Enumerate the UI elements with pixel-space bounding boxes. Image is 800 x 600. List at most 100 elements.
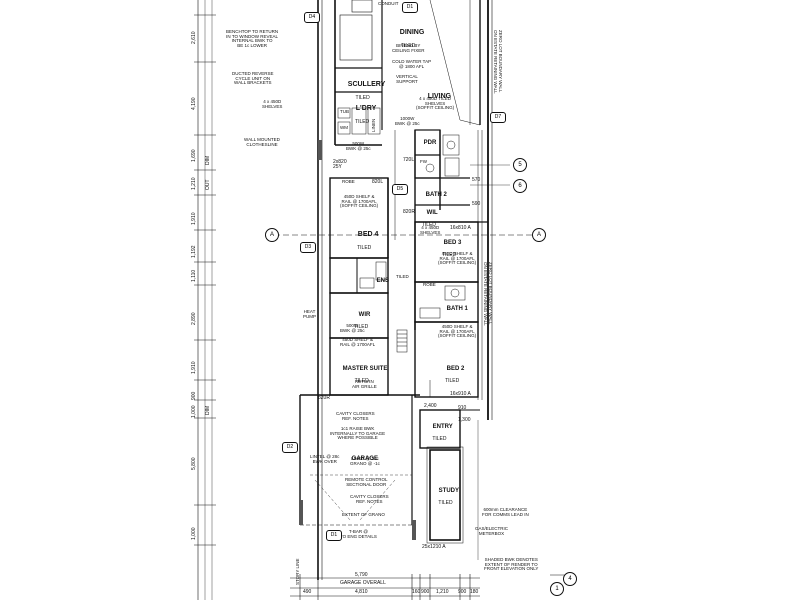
note-shelves: 4 x 450D SHELVES bbox=[262, 99, 283, 109]
room-scullery-finish: TILED bbox=[355, 95, 370, 102]
note-coldwater: COLD WATER TAP @ 1800 AFL bbox=[392, 59, 432, 69]
room-pdr-name: PDR bbox=[423, 140, 437, 147]
note-boundary-top: ZERO LOT BOUNDARY WALL ON ESTATE RETAINI… bbox=[493, 30, 503, 94]
dim-bottom-5: 900 bbox=[421, 589, 430, 595]
fixture-linen: LINEN bbox=[371, 118, 376, 132]
dim-590: 590 bbox=[472, 201, 481, 207]
grid-marker-6: 6 bbox=[513, 179, 527, 193]
note-bed4-shelf: 450D SHELF & RAIL @ 1700AFL (SOFFIT CEIL… bbox=[340, 194, 379, 209]
room-ens-name: ENS bbox=[376, 278, 390, 285]
room-entry: ENTRY TILED bbox=[426, 418, 452, 455]
room-bed4-name: BED 4 bbox=[357, 231, 379, 239]
note-benchtop: BENCHTOP TO RETURN IN TO WINDOW REVEAL I… bbox=[226, 29, 279, 49]
section-marker-1: 1 bbox=[550, 582, 564, 596]
room-wil: WIL TILED bbox=[420, 204, 438, 241]
dim-left-9: 900 bbox=[191, 391, 197, 400]
room-dining-name: DINING bbox=[399, 29, 425, 37]
room-bed2: BED 2 TILED bbox=[440, 360, 464, 397]
dim-bottom-0: 490 bbox=[303, 589, 312, 595]
note-raised-bwk: 1c1 RAISE BWK INTERNALLY TO GARAGE WHERE… bbox=[330, 426, 386, 441]
room-master-name: MASTER SUITE bbox=[342, 366, 388, 373]
room-study: STUDY TILED bbox=[432, 482, 459, 519]
room-pdr: PDR bbox=[417, 134, 437, 153]
grid-marker-a-right: A bbox=[532, 228, 546, 242]
room-bath1-name: BATH 1 bbox=[446, 306, 468, 313]
door-tag-d1-a: D1 bbox=[326, 530, 342, 541]
dim-910: 910 bbox=[458, 405, 467, 411]
room-wil-finish: TILED bbox=[421, 221, 436, 228]
dim-left-8: 1,910 bbox=[191, 361, 197, 374]
dim-left-0: 2,610 bbox=[191, 31, 197, 44]
note-storyline: STORY LINE bbox=[295, 558, 300, 585]
dim-left-4: 1,910 bbox=[191, 212, 197, 225]
note-bath1-shelf: 450D SHELF & RAIL @ 1700AFL (SOFFIT CEIL… bbox=[438, 324, 477, 339]
room-bath2-name: BATH 2 bbox=[425, 192, 447, 199]
grid-marker-a-left: A bbox=[265, 228, 279, 242]
dim-left-11: 5,800 bbox=[191, 457, 197, 470]
door-tag-d1-b: D1 bbox=[402, 2, 418, 13]
dim-left-2: 1,690 bbox=[191, 149, 197, 162]
dim-720l: 720L bbox=[403, 157, 415, 163]
dim-820l: 820L bbox=[372, 179, 384, 185]
room-living-name: LIVING bbox=[427, 93, 452, 101]
room-wil-name: WIL bbox=[426, 210, 438, 217]
room-bed2-name: BED 2 bbox=[446, 366, 465, 373]
note-meterbox: GAS/ELECTRIC METERBOX bbox=[475, 526, 509, 536]
dim-bottom-2: 5,790 bbox=[355, 572, 368, 578]
room-master: MASTER SUITE TILED bbox=[336, 360, 388, 397]
dim-left-label-2: DIM bbox=[205, 405, 211, 415]
room-bed3-name: BED 3 bbox=[443, 240, 462, 247]
room-bath1: BATH 1 bbox=[440, 300, 468, 319]
room-study-name: STUDY bbox=[438, 488, 460, 495]
note-bed3-shelf: 450D SHELF & RAIL @ 1700AFL (SOFFIT CEIL… bbox=[438, 251, 477, 266]
room-wir-name: WIR bbox=[358, 312, 371, 319]
dim-bottom-4: 160 bbox=[412, 589, 421, 595]
fixture-fw: FW bbox=[420, 159, 427, 164]
dim-left-3: 1,210 bbox=[191, 177, 197, 190]
dim-left-10: 1,000 bbox=[191, 405, 197, 418]
room-ldry-name: L'DRY bbox=[355, 105, 377, 113]
dim-570: 570 bbox=[472, 177, 481, 183]
note-remote: REMOTE CONTROL SECTIONAL DOOR bbox=[345, 477, 388, 487]
note-wir-bwk: 500W BWK @ 25c bbox=[340, 323, 365, 333]
room-bed3: BED 3 TILED bbox=[437, 234, 461, 271]
dim-left-12: 1,000 bbox=[191, 527, 197, 540]
note-cavity2: CAVITY CLOSERS REF. NOTES bbox=[350, 494, 389, 504]
dim-bottom-1: 4,810 bbox=[355, 589, 368, 595]
dim-1300: 1,300 bbox=[458, 417, 471, 423]
room-bed4: BED 4 TILED bbox=[350, 224, 378, 266]
room-wir-finish: TILED bbox=[354, 323, 369, 330]
room-ldry-finish: TILED bbox=[355, 119, 370, 126]
note-lined: LINED @ 31c GRANO @ -1c bbox=[350, 456, 380, 466]
room-master-finish: TILED bbox=[354, 377, 369, 384]
dim-bottom-3: GARAGE OVERALL bbox=[340, 580, 386, 586]
room-scullery: SCULLERY TILED bbox=[340, 74, 385, 116]
note-ducted: DUCTED REVERSE CYCLE UNIT ON WALL BRACKE… bbox=[232, 71, 274, 86]
note-living-shelves: 4 x 450D TILED SHELVES (SOFFIT CEILING) bbox=[416, 96, 455, 111]
room-bed4-finish: TILED bbox=[357, 245, 372, 252]
fixture-robe-bed4: ROBE bbox=[342, 179, 355, 184]
dim-2400: 2,400 bbox=[424, 403, 437, 409]
dim-left-6: 1,110 bbox=[191, 269, 197, 282]
dim-bottom-6: 1,210 bbox=[436, 589, 449, 595]
dim-bottom-7: 900 bbox=[458, 589, 467, 595]
room-ens: ENS bbox=[370, 272, 389, 291]
dim-820r-b: 820R bbox=[318, 395, 330, 401]
note-conduit: CONDUIT bbox=[378, 1, 399, 6]
room-wir: WIR TILED bbox=[352, 306, 370, 343]
dim-window-16x810: 16x810 A bbox=[450, 225, 471, 231]
section-marker-4: 4 bbox=[563, 572, 577, 586]
fixture-robe-bed3: ROBE bbox=[423, 282, 436, 287]
dim-window-25x1210: 25x1210 A bbox=[422, 544, 446, 550]
dim-2x820: 2x820 25Y bbox=[333, 159, 347, 171]
fixture-wm: WM bbox=[340, 125, 348, 130]
door-tag-d5: D5 bbox=[392, 184, 408, 195]
room-bath2: BATH 2 bbox=[419, 186, 447, 205]
dim-bottom-8: 180 bbox=[470, 589, 479, 595]
room-entry-finish: TILED bbox=[432, 435, 447, 442]
dim-window-12x210: 16x910 A bbox=[450, 391, 471, 397]
note-extent: EXTENT OF GRANO bbox=[342, 512, 385, 517]
note-wir-shelf: 450D SHELF & RAIL @ 1700AFL bbox=[340, 337, 376, 347]
